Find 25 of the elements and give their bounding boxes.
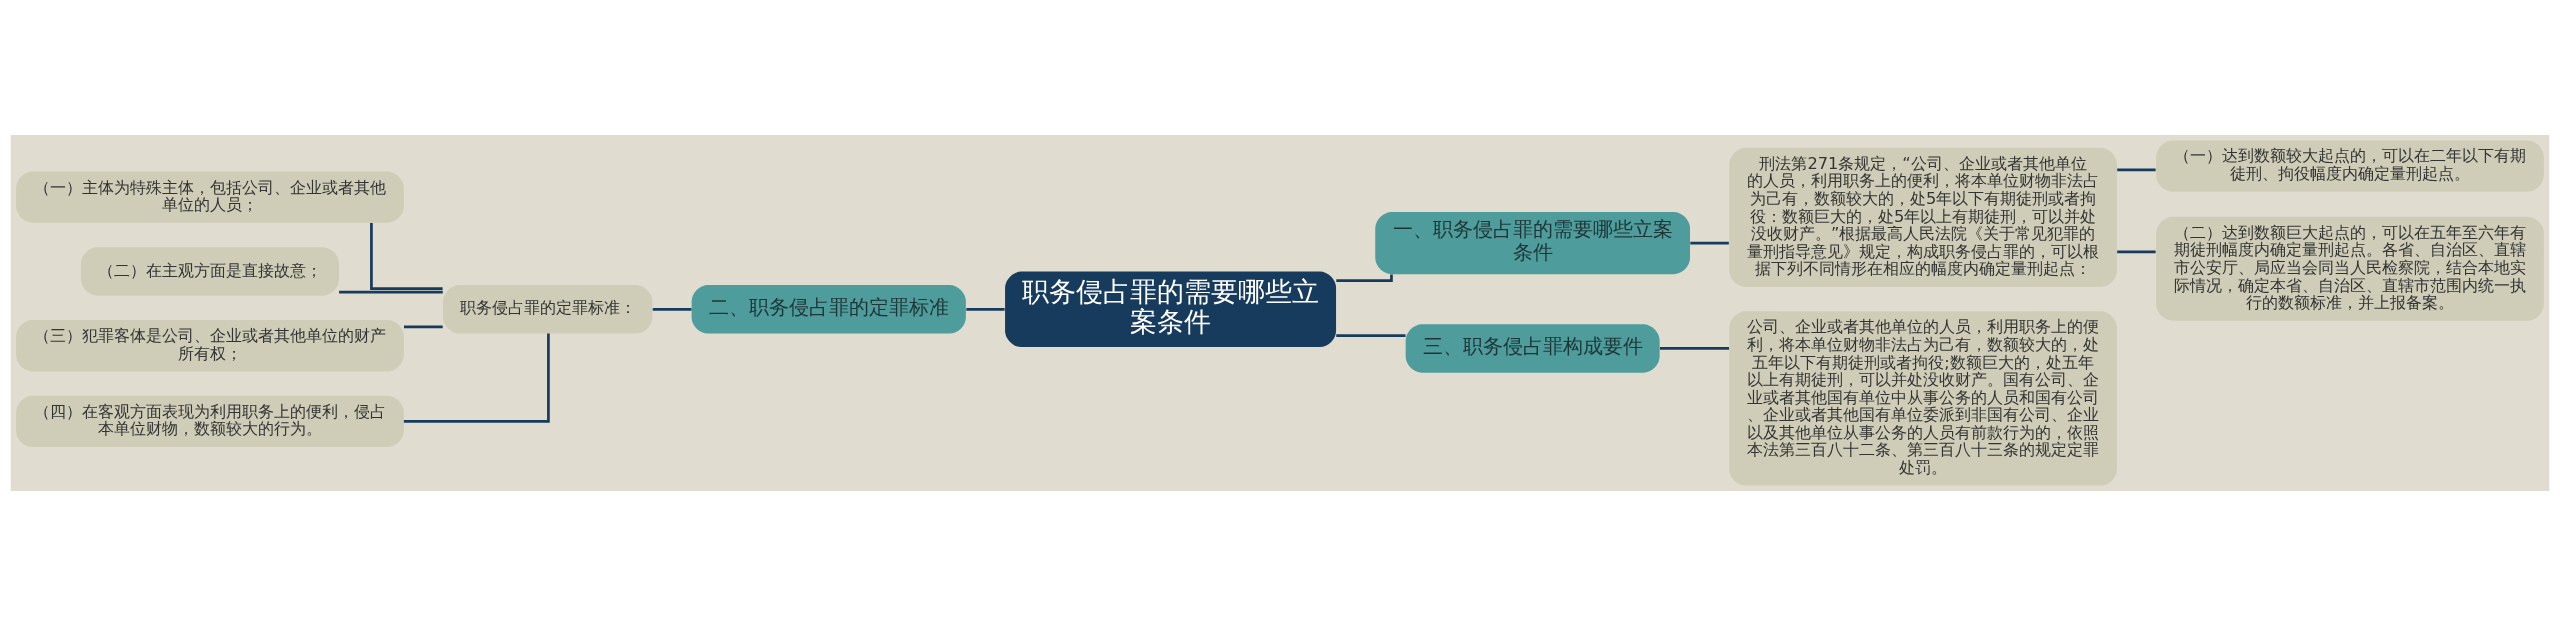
- connector: [2117, 167, 2156, 171]
- node-box: 二、职务侵占罪的定罪标准: [691, 284, 966, 334]
- node-box: 一、职务侵占罪的需要哪些立案条件: [1375, 211, 1691, 274]
- connector: [339, 290, 443, 294]
- node-box: （三）犯罪客体是公司、企业或者其他单位的财产所有权；: [16, 319, 404, 371]
- connector: [652, 307, 692, 311]
- node-box: 职务侵占罪的定罪标准：: [443, 284, 653, 334]
- connector: [1659, 346, 1729, 350]
- node-box: 刑法第271条规定，“公司、企业或者其他单位的人员，利用职务上的便利，将本单位财物非法占为己有，数额较大的，处5年以下有期徒刑或者拘役：数额巨大的，处5年以上有期徒刑，可以并处没收财产。”根据最高人民法院《关于常见犯罪的量刑指导意见》规定，构成职务侵占罪的，可以根据下列不同情形在相应的幅度内确定量刑起点：: [1729, 147, 2117, 287]
- node-box: （一）达到数额较大起点的，可以在二年以下有期徒刑、拘役幅度内确定量刑起点。: [2156, 139, 2544, 192]
- node-box: （一）主体为特殊主体，包括公司、企业或者其他单位的人员；: [16, 171, 404, 223]
- connector: [1336, 333, 1406, 337]
- connector: [403, 333, 550, 423]
- node-box: 三、职务侵占罪构成要件: [1405, 323, 1660, 373]
- connector: [2117, 250, 2156, 253]
- node-box: 公司、企业或者其他单位的人员，利用职务上的便利，将本单位财物非法占为己有，数额较大的，处五年以下有期徒刑或者拘役;数额巨大的，处五年以上有期徒刑，可以并处没收财产。国有公司、企业或者其他国有单位中从事公务的人员和国有公司、企业或者其他国有单位委派到非国有公司、企业以及其他单位从事公务的人员有前款行为的，依照本法第三百八十二条、第三百八十三条的规定定罪处罚。: [1729, 310, 2117, 486]
- connector: [1336, 273, 1393, 282]
- node-box: 职务侵占罪的需要哪些立案条件: [1005, 270, 1337, 347]
- node-box: （四）在客观方面表现为利用职务上的便利，侵占本单位财物，数额较大的行为。: [16, 395, 404, 447]
- connector: [370, 222, 443, 290]
- connector: [1690, 241, 1729, 244]
- connector: [966, 307, 1005, 311]
- connector: [404, 325, 443, 328]
- node-box: （二）在主观方面是直接故意；: [80, 246, 339, 296]
- node-box: （二）达到数额巨大起点的，可以在五年至六年有期徒刑幅度内确定量刑起点。各省、自治区、直辖市公安厅、局应当会同当人民检察院，结合本地实际情况，确定本省、自治区、直辖市范围内统一执行的数额标准，并上报备案。: [2156, 216, 2544, 321]
